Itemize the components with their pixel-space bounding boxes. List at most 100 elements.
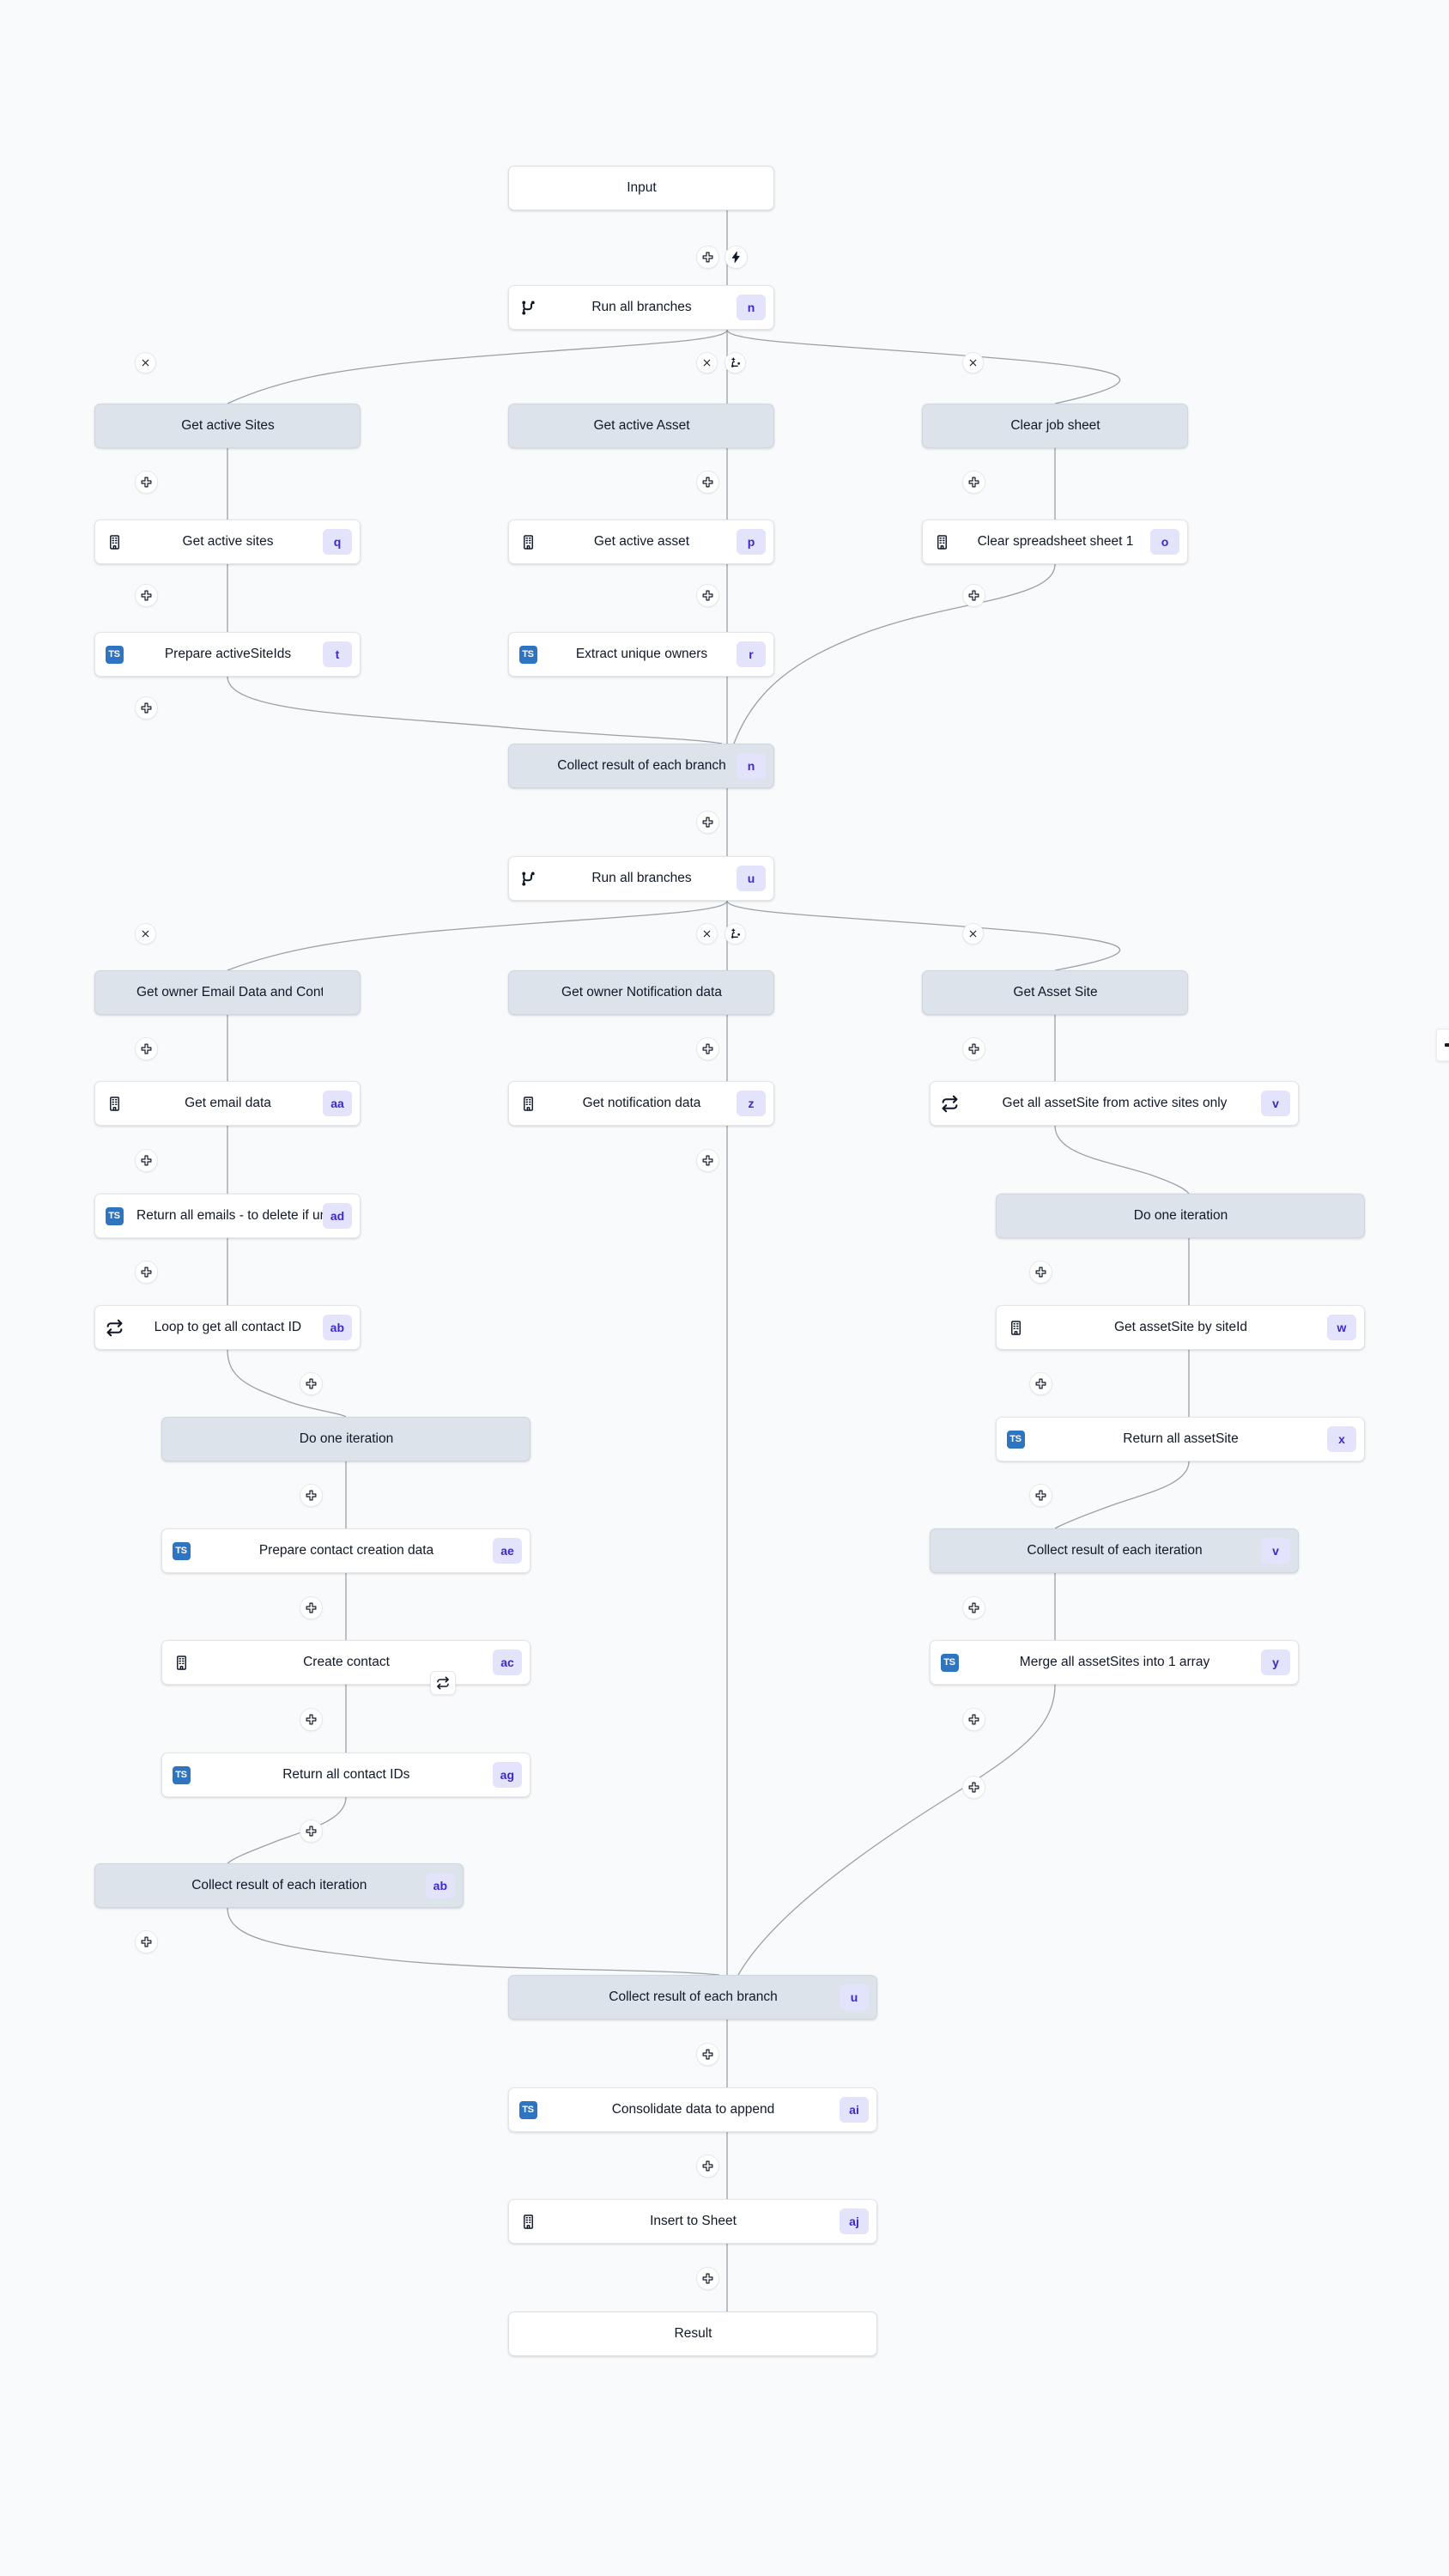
connector-handle-h-email-1[interactable]: [135, 1037, 158, 1060]
node-shortcut-badge[interactable]: v: [1261, 1538, 1290, 1564]
node-shortcut-badge[interactable]: ab: [425, 1873, 455, 1899]
node-shortcut-badge[interactable]: ad: [323, 1203, 352, 1229]
connector-handle-h-br1-left[interactable]: [135, 352, 156, 374]
node-shortcut-badge[interactable]: v: [1261, 1091, 1290, 1116]
connector-handle-h-collect2[interactable]: [696, 2043, 719, 2066]
connector-handle-h-coll-it-l[interactable]: [135, 1930, 158, 1953]
node-shortcut-badge[interactable]: x: [1327, 1426, 1356, 1452]
workflow-node-grp-sites[interactable]: Get active Sites: [94, 404, 361, 448]
connector-handle-h-iter-r-1[interactable]: [1029, 1261, 1052, 1284]
connector-handle-h-sites-2[interactable]: [135, 584, 158, 607]
connector-handle-h-as-site[interactable]: [1029, 1372, 1052, 1395]
connector-handle-h-merge-out[interactable]: [962, 1776, 985, 1799]
node-shortcut-badge[interactable]: o: [1150, 529, 1179, 555]
connector-handle-h-notif-1[interactable]: [696, 1037, 719, 1060]
workflow-node-grp-email[interactable]: Get owner Email Data and Contact Ids: [94, 970, 361, 1015]
workflow-node-result[interactable]: Result: [508, 2312, 877, 2356]
workflow-node-grp-asset[interactable]: Get active Asset: [508, 404, 774, 448]
workflow-node-do-iter-l[interactable]: Do one iteration: [161, 1417, 530, 1461]
workflow-node-grp-assite[interactable]: Get Asset Site: [922, 970, 1188, 1015]
connector-handle-h-iter-l-1[interactable]: [300, 1484, 323, 1507]
connector-handle-h-loop-c[interactable]: [300, 1372, 323, 1395]
connector-handle-h-ret-as[interactable]: [1029, 1484, 1052, 1507]
node-shortcut-badge[interactable]: ab: [322, 1315, 352, 1340]
workflow-node-get-all-as[interactable]: Get all assetSite from active sites only…: [930, 1081, 1299, 1126]
node-shortcut-badge[interactable]: u: [840, 1984, 869, 2010]
connector-handle-h-br2-right[interactable]: [962, 923, 984, 945]
node-shortcut-badge[interactable]: ac: [493, 1649, 522, 1675]
node-shortcut-badge[interactable]: aa: [323, 1091, 352, 1116]
connector-handle-h-coll-it-r[interactable]: [962, 1596, 985, 1619]
connector-handle-h-clear-1[interactable]: [962, 471, 985, 494]
node-shortcut-badge[interactable]: r: [737, 641, 766, 667]
connector-handle-h-merge[interactable]: [962, 1708, 985, 1731]
connector-handle-h-br2-mid[interactable]: [696, 923, 718, 945]
node-shortcut-badge[interactable]: w: [1327, 1315, 1356, 1340]
connector-handle-h-ret-c-ids[interactable]: [300, 1820, 323, 1843]
node-shortcut-badge[interactable]: t: [323, 641, 352, 667]
node-shortcut-badge[interactable]: u: [737, 866, 766, 891]
connector-handle-h-clear-2[interactable]: [962, 584, 985, 607]
connector-handle-h-collect1[interactable]: [696, 811, 719, 834]
retry-loop-badge[interactable]: [430, 1671, 456, 1695]
connector-handle-h-trigger[interactable]: [724, 246, 748, 269]
connector-handle-h-input[interactable]: [696, 246, 719, 269]
connector-handle-h-consol[interactable]: [696, 2154, 719, 2178]
workflow-node-grp-notif[interactable]: Get owner Notification data: [508, 970, 774, 1015]
connector-handle-h-br1-right[interactable]: [962, 352, 984, 374]
node-shortcut-badge[interactable]: p: [737, 529, 766, 555]
node-shortcut-badge[interactable]: ag: [492, 1762, 522, 1788]
connector-handle-h-br1-mid[interactable]: [696, 352, 718, 374]
node-shortcut-badge[interactable]: y: [1261, 1649, 1290, 1675]
node-shortcut-badge[interactable]: n: [737, 295, 766, 320]
connector-handle-h-prep-c[interactable]: [300, 1596, 323, 1619]
connector-handle-h-assite-1[interactable]: [962, 1037, 985, 1060]
connector-handle-h-br2-left[interactable]: [135, 923, 156, 945]
node-shortcut-badge[interactable]: q: [323, 529, 352, 555]
workflow-node-grp-clear[interactable]: Clear job sheet: [922, 404, 1188, 448]
node-shortcut-badge[interactable]: ai: [840, 2097, 869, 2123]
node-shortcut-badge[interactable]: z: [737, 1091, 766, 1116]
connector-handle-h-br2-add[interactable]: [724, 923, 746, 945]
node-shortcut-badge[interactable]: n: [737, 753, 766, 779]
connector-handle-h-ret-em[interactable]: [135, 1261, 158, 1284]
connector-handle-h-br1-add[interactable]: [724, 352, 746, 374]
connector-handle-h-insert[interactable]: [696, 2267, 719, 2290]
connector-handle-h-create-c[interactable]: [300, 1708, 323, 1731]
connector-handle-h-asset-2[interactable]: [696, 584, 719, 607]
node-shortcut-badge[interactable]: aj: [840, 2208, 869, 2234]
connector-handle-h-asset-1[interactable]: [696, 471, 719, 494]
connector-handle-h-sites-1[interactable]: [135, 471, 158, 494]
connector-handle-h-email-2[interactable]: [135, 1149, 158, 1172]
connector-handle-h-notif-2[interactable]: [696, 1149, 719, 1172]
workflow-node-input[interactable]: Input: [508, 166, 774, 210]
node-shortcut-badge[interactable]: ae: [493, 1538, 522, 1564]
connector-handle-h-prep-ids[interactable]: [135, 696, 158, 720]
workflow-node-do-iter-r[interactable]: Do one iteration: [996, 1194, 1365, 1238]
right-edge-panel[interactable]: [1436, 1029, 1449, 1061]
